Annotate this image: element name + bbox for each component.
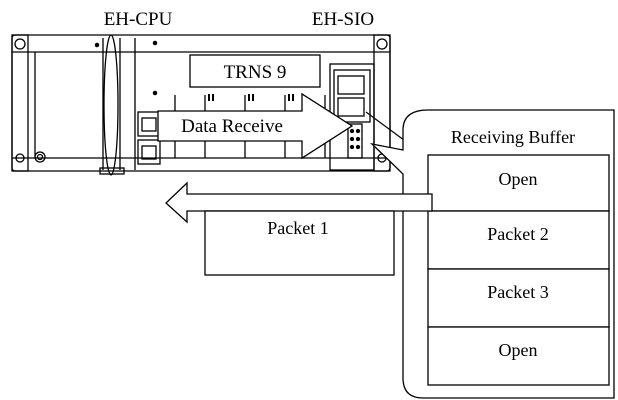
data-receive-label: Data Receive [181, 116, 283, 137]
buffer-slot-1-label: Open [499, 169, 538, 189]
buffer-slot-3-label: Packet 3 [487, 282, 548, 302]
buffer-slot-1 [427, 154, 610, 212]
cpu-label: EH-CPU [104, 9, 173, 30]
receiving-buffer-title: Receiving Buffer [451, 127, 575, 147]
buffer-slot-4 [427, 326, 610, 386]
trns-box [189, 54, 321, 88]
buffer-slot-4-label: Open [499, 340, 538, 360]
sio-label: EH-SIO [312, 9, 374, 30]
buffer-slot-2 [427, 210, 610, 270]
buffer-slot-2-label: Packet 2 [487, 224, 548, 244]
trns-label: TRNS 9 [224, 62, 287, 83]
buffer-slot-3 [427, 268, 610, 328]
packet1-label: Packet 1 [267, 218, 328, 238]
cpu-highlight-ellipse [103, 34, 119, 176]
packet1-box [204, 210, 395, 276]
data-receive-arrow [157, 92, 354, 160]
buffer-slots [427, 154, 610, 386]
